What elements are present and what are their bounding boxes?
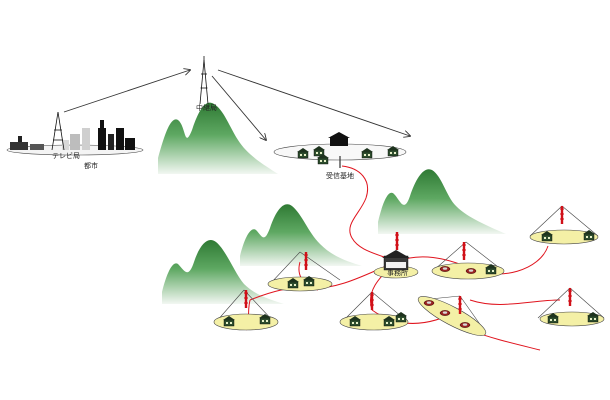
house-icon [394,311,408,323]
antenna-icon [558,204,566,226]
tv-tower-icon [51,111,65,151]
car-icon [439,309,451,317]
service-area-1 [267,250,341,292]
signal-tv-to-relay [63,70,190,113]
mountain-mid [240,204,362,266]
office-label: 事務所 [387,268,408,277]
mountain-relay [158,102,278,174]
relay-tower-icon [199,56,209,105]
signal-relay-to-receiver [217,69,410,136]
mountain-range [158,102,506,304]
relay-station-label: 中継局 [196,103,217,112]
car-icon [465,267,477,275]
city-skyline-icon [10,120,135,150]
service-area-3 [339,290,409,331]
office-building-icon [382,250,410,271]
service-area-6 [529,204,599,245]
service-area-7 [537,286,605,327]
city-label: 都市 [84,161,98,170]
mountain-east [378,169,506,234]
car-icon [439,265,451,273]
car-icon [423,299,435,307]
city-area: テレビ局 都市 [6,111,144,170]
antenna-icon [393,230,401,252]
tv-station-label: テレビ局 [52,151,80,160]
receiving-base: 受信基地 [273,132,407,180]
car-icon [459,321,471,329]
antenna-icon [566,286,574,308]
receiving-building-icon [328,132,350,146]
receiving-base-label: 受信基地 [326,171,354,180]
mountain-west [162,240,284,304]
antenna-icon [460,240,468,262]
broadcast-signals [63,69,410,140]
office-area: 事務所 [373,230,419,279]
signal-relay-to-base [211,75,266,140]
service-area-5 [417,294,487,336]
service-area-4 [431,240,505,280]
service-area-2 [213,288,279,331]
